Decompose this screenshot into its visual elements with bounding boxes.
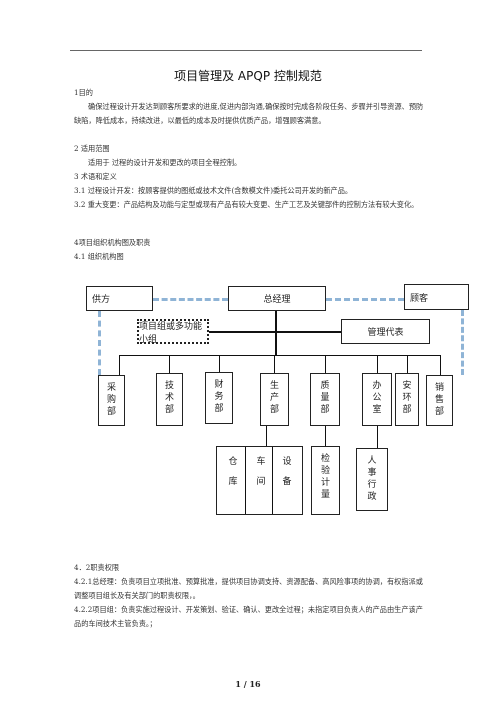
dept-sales-box: 销 售 部 <box>426 375 453 426</box>
section-4-heading: 4项目组织机构图及职责 <box>74 238 151 247</box>
warehouse-unit: 仓 库 <box>223 447 243 492</box>
dashed-link-supplier-gm <box>153 298 228 301</box>
dept-technology-char: 技 <box>164 381 174 391</box>
header-rule <box>70 50 422 51</box>
dashed-link-gm-customer <box>326 298 404 301</box>
workshop-char: 间 <box>256 477 266 487</box>
inspection-char: 检 <box>320 454 330 464</box>
general-manager-box: 总经理 <box>228 286 326 311</box>
dept-safety-char: 环 <box>402 393 412 403</box>
section-4-2-heading: 4．2职责权限 <box>74 563 120 572</box>
drop-technology <box>169 355 170 373</box>
inspection-char: 量 <box>320 490 330 500</box>
production-subunits-box: 仓 库 车 间 设 备 <box>216 446 303 515</box>
definition-3-1: 3.1 过程设计开发：按顾客提供的图纸或技术文件(含数模文件)委托公司开发的新产… <box>74 186 353 195</box>
dept-finance-box: 财 务 部 <box>205 372 233 424</box>
document-title: 项目管理及 APQP 控制规范 <box>174 69 322 83</box>
drop-sales <box>440 355 441 375</box>
equipment-char: 备 <box>282 477 292 487</box>
dashed-link-customer-sales <box>461 310 464 375</box>
equipment-unit: 设 备 <box>277 447 297 492</box>
page-number: 1 / 16 <box>235 679 261 689</box>
definition-3-2: 3.2 重大变更：产品结构及功能与定型或现有产品有较大变更、生产工艺及关键部件的… <box>74 200 419 209</box>
drop-office <box>377 355 378 373</box>
dept-production-box: 生 产 部 <box>260 373 289 426</box>
dept-production-char: 生 <box>269 381 279 391</box>
dept-finance-char: 财 <box>214 380 224 390</box>
subunit-divider <box>245 447 246 514</box>
section-4-1-heading: 4.1 组织机构图 <box>74 252 124 261</box>
dept-purchasing-char: 部 <box>106 407 116 417</box>
dept-office-char: 公 <box>372 393 382 403</box>
hr-admin-char: 事 <box>367 468 377 478</box>
inspection-metrology-box: 检 验 计 量 <box>311 446 340 515</box>
subunit-divider <box>272 447 273 514</box>
dept-technology-char: 术 <box>164 393 174 403</box>
equipment-char: 设 <box>282 457 292 467</box>
section-1-heading: 1目的 <box>74 88 93 97</box>
dept-quality-char: 量 <box>320 393 330 403</box>
drop-office-sub <box>377 426 378 448</box>
warehouse-char: 仓 <box>228 457 238 467</box>
section-3-heading: 3 术语和定义 <box>74 172 117 181</box>
dept-safety-char: 部 <box>402 405 412 415</box>
dept-finance-char: 务 <box>214 392 224 402</box>
drop-production-sub <box>266 426 267 446</box>
hr-admin-char: 行 <box>367 480 377 490</box>
customer-box: 顾客 <box>404 284 469 310</box>
project-team-box: 项目组或多功能小组 <box>137 319 209 345</box>
section-1-body: 确保过程设计开发达到顾客所要求的进度,促进内部沟通,确保按时完成各阶段任务、步骤… <box>74 102 424 125</box>
dept-office-box: 办 公 室 <box>362 373 392 426</box>
dept-safety-box: 安 环 部 <box>395 373 419 426</box>
drop-finance <box>219 355 220 372</box>
dept-sales-char: 销 <box>434 383 444 393</box>
dept-quality-char: 质 <box>320 381 330 391</box>
dept-sales-char: 售 <box>434 395 444 405</box>
workshop-char: 车 <box>256 457 266 467</box>
hr-admin-box: 人 事 行 政 <box>356 448 388 511</box>
dept-quality-char: 部 <box>320 405 330 415</box>
dept-office-char: 办 <box>372 381 382 391</box>
dept-technology-char: 部 <box>164 405 174 415</box>
section-2-heading: 2 适用范围 <box>74 144 110 153</box>
dept-finance-char: 部 <box>214 404 224 414</box>
duty-4-2-2: 4.2.2项目组：负责实施过程设计、开发策划、验证、确认、更改全过程；未指定项目… <box>74 605 423 628</box>
drop-production <box>274 355 275 373</box>
dept-technology-box: 技 术 部 <box>156 373 183 426</box>
dept-purchasing-char: 采 <box>106 383 116 393</box>
drop-safety <box>407 355 408 373</box>
workshop-unit: 车 间 <box>251 447 271 492</box>
dept-purchasing-box: 采 购 部 <box>98 375 125 426</box>
dept-production-char: 部 <box>269 405 279 415</box>
team-mgmt-link-line <box>209 331 341 333</box>
dept-quality-box: 质 量 部 <box>310 373 340 426</box>
dashed-link-supplier-purchasing <box>98 311 101 375</box>
dept-production-char: 产 <box>269 393 279 403</box>
warehouse-char: 库 <box>228 477 238 487</box>
inspection-char: 验 <box>320 466 330 476</box>
dept-purchasing-char: 购 <box>106 395 116 405</box>
dept-sales-char: 部 <box>434 407 444 417</box>
duty-4-2-1: 4.2.1总经理：负责项目立项批准、预算批准，提供项目协调支持、资源配备、高风险… <box>74 577 423 600</box>
section-2-body: 适用于 过程的设计开发和更改的项目全程控制。 <box>88 158 242 167</box>
management-rep-box: 管理代表 <box>341 319 430 344</box>
drop-quality-sub <box>325 426 326 446</box>
hr-admin-char: 人 <box>367 456 377 466</box>
drop-purchasing <box>119 355 120 375</box>
departments-bus-line <box>119 355 440 356</box>
supplier-box: 供方 <box>86 286 153 311</box>
inspection-char: 计 <box>320 478 330 488</box>
dept-office-char: 室 <box>372 405 382 415</box>
dept-safety-char: 安 <box>402 381 412 391</box>
drop-quality <box>325 355 326 373</box>
gm-trunk-line <box>275 311 277 356</box>
hr-admin-char: 政 <box>367 492 377 502</box>
